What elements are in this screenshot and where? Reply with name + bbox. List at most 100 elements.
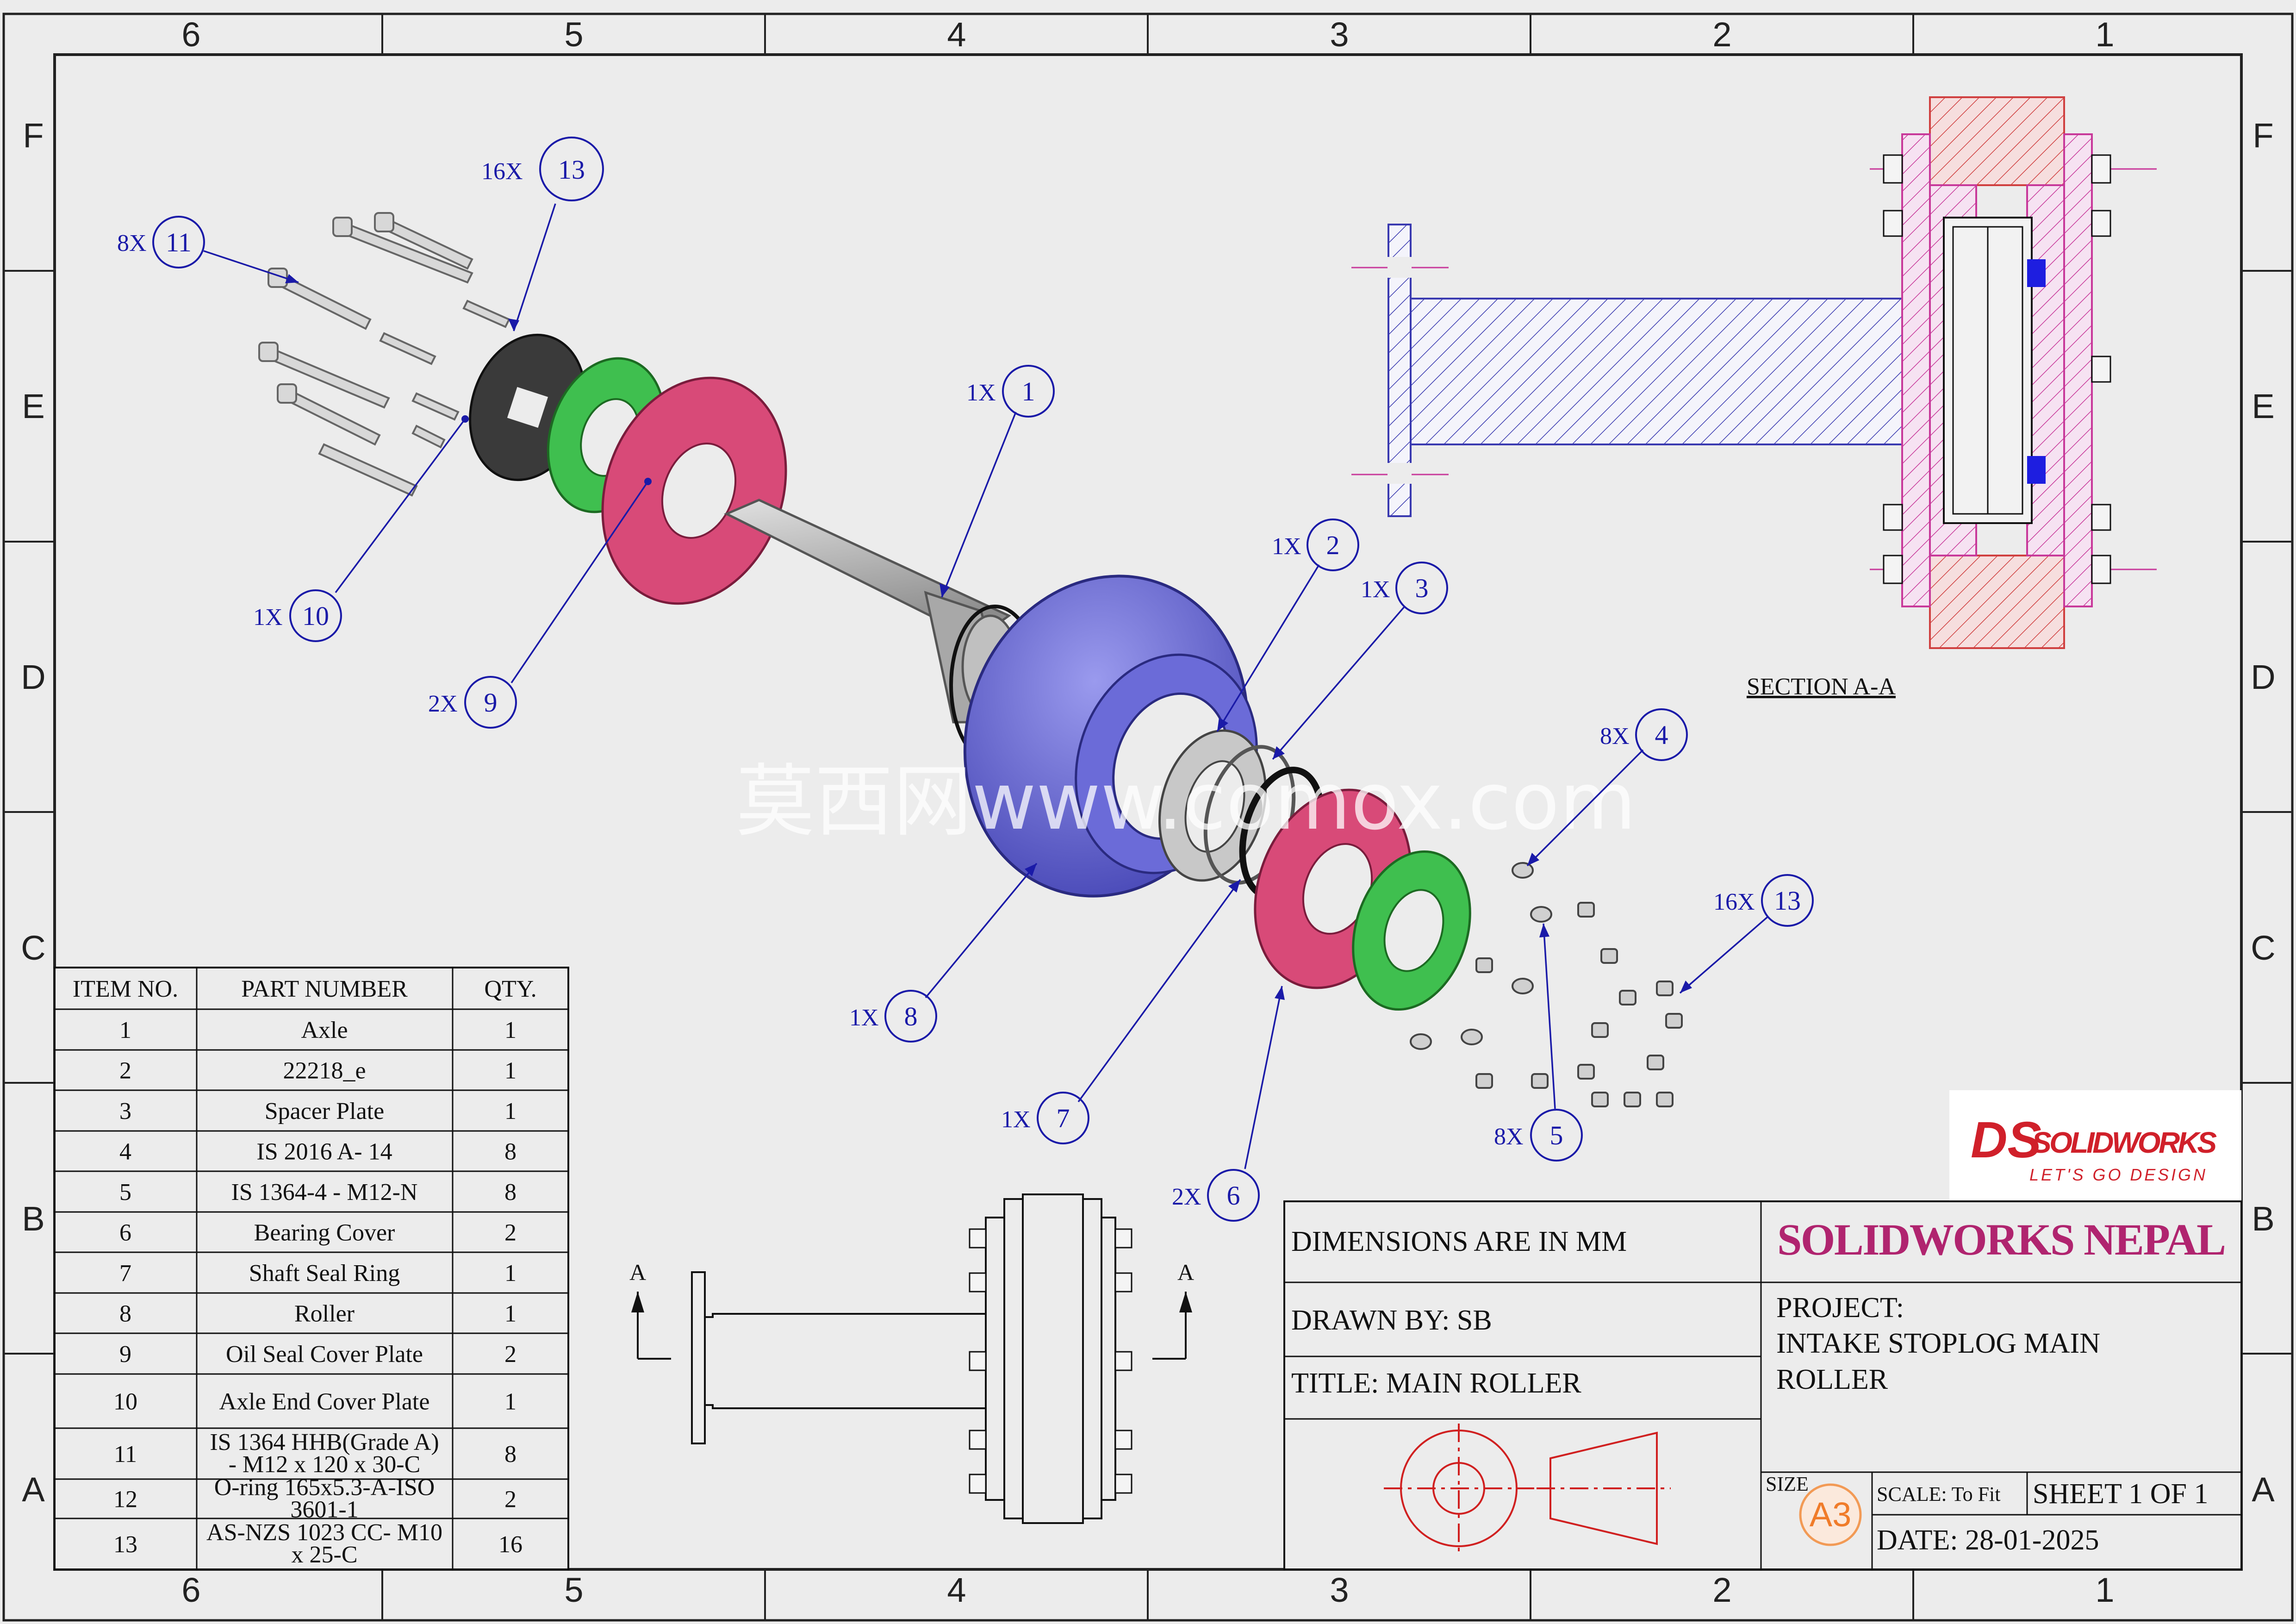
bom-part-number-line2: x 25-C	[292, 1542, 358, 1568]
balloon-13-top-qty: 16X	[481, 158, 523, 185]
bom-item-no: 1	[119, 1017, 131, 1043]
bom-qty: 16	[498, 1531, 523, 1558]
bom-item-no: 12	[113, 1487, 137, 1513]
bom-part-number: IS 2016 A- 14	[256, 1139, 392, 1165]
zone-labels-left: F E D C B A	[21, 116, 45, 1509]
balloon-3-number: 3	[1415, 573, 1429, 603]
balloon-1-qty: 1X	[966, 380, 996, 406]
bom-item-no: 5	[119, 1179, 131, 1206]
balloon-5-number: 5	[1550, 1120, 1563, 1150]
third-angle-projection-icon	[1384, 1424, 1671, 1553]
balloon-2-number: 2	[1326, 530, 1340, 560]
bom-part-number: Oil Seal Cover Plate	[226, 1341, 423, 1368]
zone-row-left-F: F	[23, 116, 44, 155]
logo-tagline: LET'S GO DESIGN	[2029, 1165, 2206, 1184]
dimensions-note: DIMENSIONS ARE IN MM	[1291, 1226, 1627, 1257]
bom-item-no: 3	[119, 1098, 131, 1124]
balloon-8-number: 8	[904, 1001, 918, 1031]
bom-part-number: Roller	[294, 1301, 355, 1327]
scale: SCALE: To Fit	[1877, 1483, 2001, 1505]
bom-header-item: ITEM NO.	[73, 976, 178, 1002]
oil-seal-cover-plate-right	[1352, 850, 1471, 1011]
zone-labels-right: F E D C B A	[2251, 116, 2275, 1509]
bearing	[1158, 729, 1267, 882]
size-label: SIZE	[1766, 1473, 1809, 1495]
balloon-10: 10 1X	[253, 415, 469, 642]
balloon-13-right-number: 13	[1774, 886, 1801, 916]
bom-item-no: 13	[113, 1531, 137, 1558]
company-name: SOLIDWORKS NEPAL	[1777, 1215, 2226, 1264]
section-marker-right: A	[1152, 1259, 1194, 1360]
bom-qty: 1	[504, 1389, 516, 1415]
size-badge: A3	[1799, 1483, 1862, 1546]
bom-part-number: AS-NZS 1023 CC- M10	[206, 1519, 442, 1546]
bom-part-number: Bearing Cover	[254, 1220, 395, 1246]
section-marker-right-letter: A	[1177, 1259, 1194, 1285]
bom-part-number: IS 1364-4 - M12-N	[231, 1179, 418, 1206]
zone-col-top-4: 4	[947, 15, 966, 54]
balloon-6-number: 6	[1227, 1181, 1240, 1211]
zone-col-top-5: 5	[564, 15, 583, 54]
bom-qty: 1	[504, 1098, 516, 1124]
section-marker-left: A	[629, 1259, 671, 1360]
section-marker-left-letter: A	[629, 1259, 646, 1285]
bom-qty: 2	[504, 1341, 516, 1368]
bom-qty: 2	[504, 1220, 516, 1246]
balloon-11-qty: 8X	[117, 230, 147, 256]
bom-part-number: 22218_e	[283, 1058, 366, 1084]
bom-qty: 8	[504, 1441, 516, 1468]
washers-nuts-screws-right	[1410, 862, 1683, 1107]
zone-ticks	[4, 14, 2292, 1620]
balloon-9-qty: 2X	[428, 691, 458, 717]
bom-part-number-line2: 3601-1	[290, 1497, 358, 1523]
bom-item-no: 7	[119, 1260, 131, 1287]
bom-header-qty: QTY.	[484, 976, 536, 1002]
project-line-2: ROLLER	[1776, 1364, 1888, 1395]
section-label: SECTION A-A	[1747, 674, 1896, 700]
bom-qty: 8	[504, 1139, 516, 1165]
size-value: A3	[1810, 1495, 1852, 1534]
balloon-3: 3 1X	[1272, 562, 1448, 760]
solidworks-logo: DS SOLIDWORKS LET'S GO DESIGN	[1949, 1090, 2241, 1200]
balloon-7-qty: 1X	[1001, 1106, 1031, 1133]
front-view: A A	[629, 1193, 1194, 1524]
bom-part-number-line2: - M12 x 120 x 30-C	[229, 1451, 421, 1478]
zone-col-bottom-1: 1	[2095, 1571, 2114, 1609]
balloon-4-qty: 8X	[1600, 723, 1630, 750]
bom-item-no: 8	[119, 1301, 131, 1327]
drawing-date: DATE: 28-01-2025	[1877, 1524, 2099, 1556]
title-block: DIMENSIONS ARE IN MM SOLIDWORKS NEPAL DR…	[1283, 1200, 2242, 1570]
bom-item-no: 9	[119, 1341, 131, 1368]
zone-row-left-B: B	[22, 1199, 44, 1238]
zone-col-top-1: 1	[2095, 15, 2114, 54]
zone-col-top-2: 2	[1712, 15, 1731, 54]
sheet-number: SHEET 1 OF 1	[2033, 1478, 2209, 1510]
balloon-9-number: 9	[484, 687, 498, 718]
balloon-4-number: 4	[1655, 720, 1668, 750]
bolts-item-11	[258, 212, 473, 497]
bom-part-number: O-ring 165x5.3-A-ISO	[214, 1474, 435, 1501]
logo-brand-text: SOLIDWORKS	[2032, 1126, 2217, 1159]
bearing-cover-left	[601, 376, 787, 605]
bom-item-no: 11	[114, 1441, 137, 1468]
bom-qty: 1	[504, 1058, 516, 1084]
balloon-8-qty: 1X	[849, 1005, 879, 1031]
bom-item-no: 4	[119, 1139, 131, 1165]
balloon-8: 8 1X	[849, 862, 1038, 1043]
zone-col-bottom-2: 2	[1712, 1571, 1731, 1609]
balloon-5: 5 8X	[1494, 923, 1583, 1162]
watermark: 莫西网www.comox.com	[736, 756, 1636, 848]
bom-qty: 8	[504, 1179, 516, 1206]
bom-item-no: 2	[119, 1058, 131, 1084]
balloon-11-number: 11	[166, 227, 192, 257]
zone-row-left-A: A	[22, 1470, 45, 1509]
bom-part-number: Spacer Plate	[265, 1098, 384, 1124]
zone-row-left-E: E	[22, 387, 44, 425]
bom-qty: 1	[504, 1301, 516, 1327]
zone-labels-bottom: 6 5 4 3 2 1	[181, 1571, 2114, 1609]
zone-row-right-C: C	[2251, 929, 2275, 967]
balloon-10-qty: 1X	[253, 604, 283, 631]
balloon-13-top: 13 16X	[481, 137, 604, 331]
zone-row-right-F: F	[2252, 116, 2273, 155]
